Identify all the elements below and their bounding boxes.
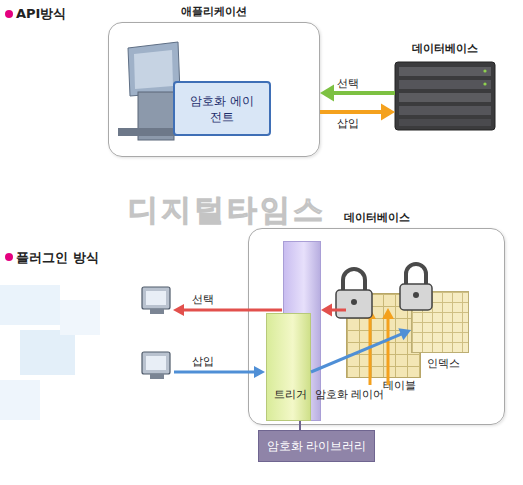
server-slot bbox=[399, 106, 491, 115]
computer-monitor bbox=[128, 42, 180, 96]
connector-line bbox=[311, 334, 402, 372]
monitor-stand bbox=[150, 309, 164, 314]
watermark: 디지털타임스 bbox=[128, 190, 326, 231]
library-box: 암호화 라이브러리 bbox=[258, 430, 375, 462]
server-slot bbox=[399, 119, 491, 126]
agent-box: 암호화 에이전트 bbox=[173, 81, 271, 136]
node-text: 암호화 라이브러리 bbox=[267, 438, 367, 455]
section-title: 플러그인 방식 bbox=[16, 249, 99, 267]
edge-label: 삽입 bbox=[337, 116, 359, 131]
decor-square bbox=[0, 285, 60, 325]
decor-square bbox=[0, 380, 40, 420]
monitor-screen bbox=[146, 291, 166, 305]
arrow-head bbox=[173, 304, 184, 316]
arrow-connector bbox=[300, 421, 301, 430]
server-led bbox=[483, 82, 486, 85]
connector-line bbox=[320, 110, 382, 114]
server-slot bbox=[399, 93, 491, 102]
trigger-panel: 트리거 bbox=[266, 313, 311, 421]
client-monitor bbox=[142, 287, 170, 309]
monitor-screen bbox=[134, 50, 173, 89]
decor-square bbox=[20, 330, 75, 375]
server-slot bbox=[399, 80, 491, 89]
select-arrow bbox=[183, 309, 282, 312]
insert-arrow bbox=[174, 371, 256, 374]
arrow-connector bbox=[311, 328, 411, 372]
server-led bbox=[483, 69, 486, 72]
padlock-shackle bbox=[343, 269, 365, 292]
arrow-head bbox=[321, 303, 332, 316]
connector-line bbox=[333, 91, 395, 95]
edge-label: 선택 bbox=[337, 76, 359, 91]
encrypt-arrow bbox=[387, 318, 390, 385]
encryption-layer: 암호화 레이어 bbox=[283, 241, 321, 421]
client-monitor bbox=[142, 352, 170, 374]
connector-line bbox=[331, 309, 346, 312]
database-server: 데이터베이스 bbox=[395, 60, 495, 132]
padlock-body bbox=[336, 290, 372, 318]
node-text: 암호화 에이전트 bbox=[189, 93, 255, 125]
padlock-shackle bbox=[406, 264, 426, 286]
monitor-stand bbox=[150, 374, 164, 379]
arrow-label: 삽입 bbox=[192, 354, 214, 369]
application-box: 애플리케이션암호화 에이전트 bbox=[108, 22, 320, 157]
server-rack bbox=[395, 62, 495, 130]
decor-square bbox=[60, 300, 100, 335]
encrypt-arrow bbox=[369, 318, 372, 385]
arrow-label: 선택 bbox=[192, 292, 214, 307]
node-text: 암호화 레이어 bbox=[315, 387, 385, 402]
arrow-connector bbox=[321, 303, 346, 316]
arrow-connector bbox=[320, 104, 395, 121]
monitor-screen bbox=[146, 356, 166, 370]
node-text: 트리거 bbox=[274, 387, 307, 402]
database-box: 데이터베이스암호화 레이어트리거테이블인덱스 bbox=[248, 228, 505, 425]
arrow-head bbox=[382, 308, 394, 319]
server-slot bbox=[399, 67, 491, 76]
padlock-keyhole bbox=[351, 299, 357, 305]
arrow-head bbox=[398, 328, 411, 340]
bullet-dot bbox=[5, 10, 13, 18]
node-text: 애플리케이션 bbox=[89, 4, 339, 19]
arrow-head bbox=[381, 104, 395, 121]
arrow-head bbox=[254, 366, 265, 378]
connector-line bbox=[299, 421, 301, 430]
padlock-body bbox=[400, 284, 432, 310]
arrow-head bbox=[320, 85, 334, 102]
arrow-connector bbox=[320, 85, 395, 102]
node-text: 데이터베이스 bbox=[229, 210, 523, 225]
section-title: API방식 bbox=[16, 5, 66, 23]
bullet-dot bbox=[5, 253, 13, 261]
node-text: 인덱스 bbox=[427, 356, 460, 371]
node-text: 데이터베이스 bbox=[375, 41, 515, 56]
computer-base bbox=[118, 128, 178, 136]
padlock-keyhole bbox=[413, 292, 419, 298]
